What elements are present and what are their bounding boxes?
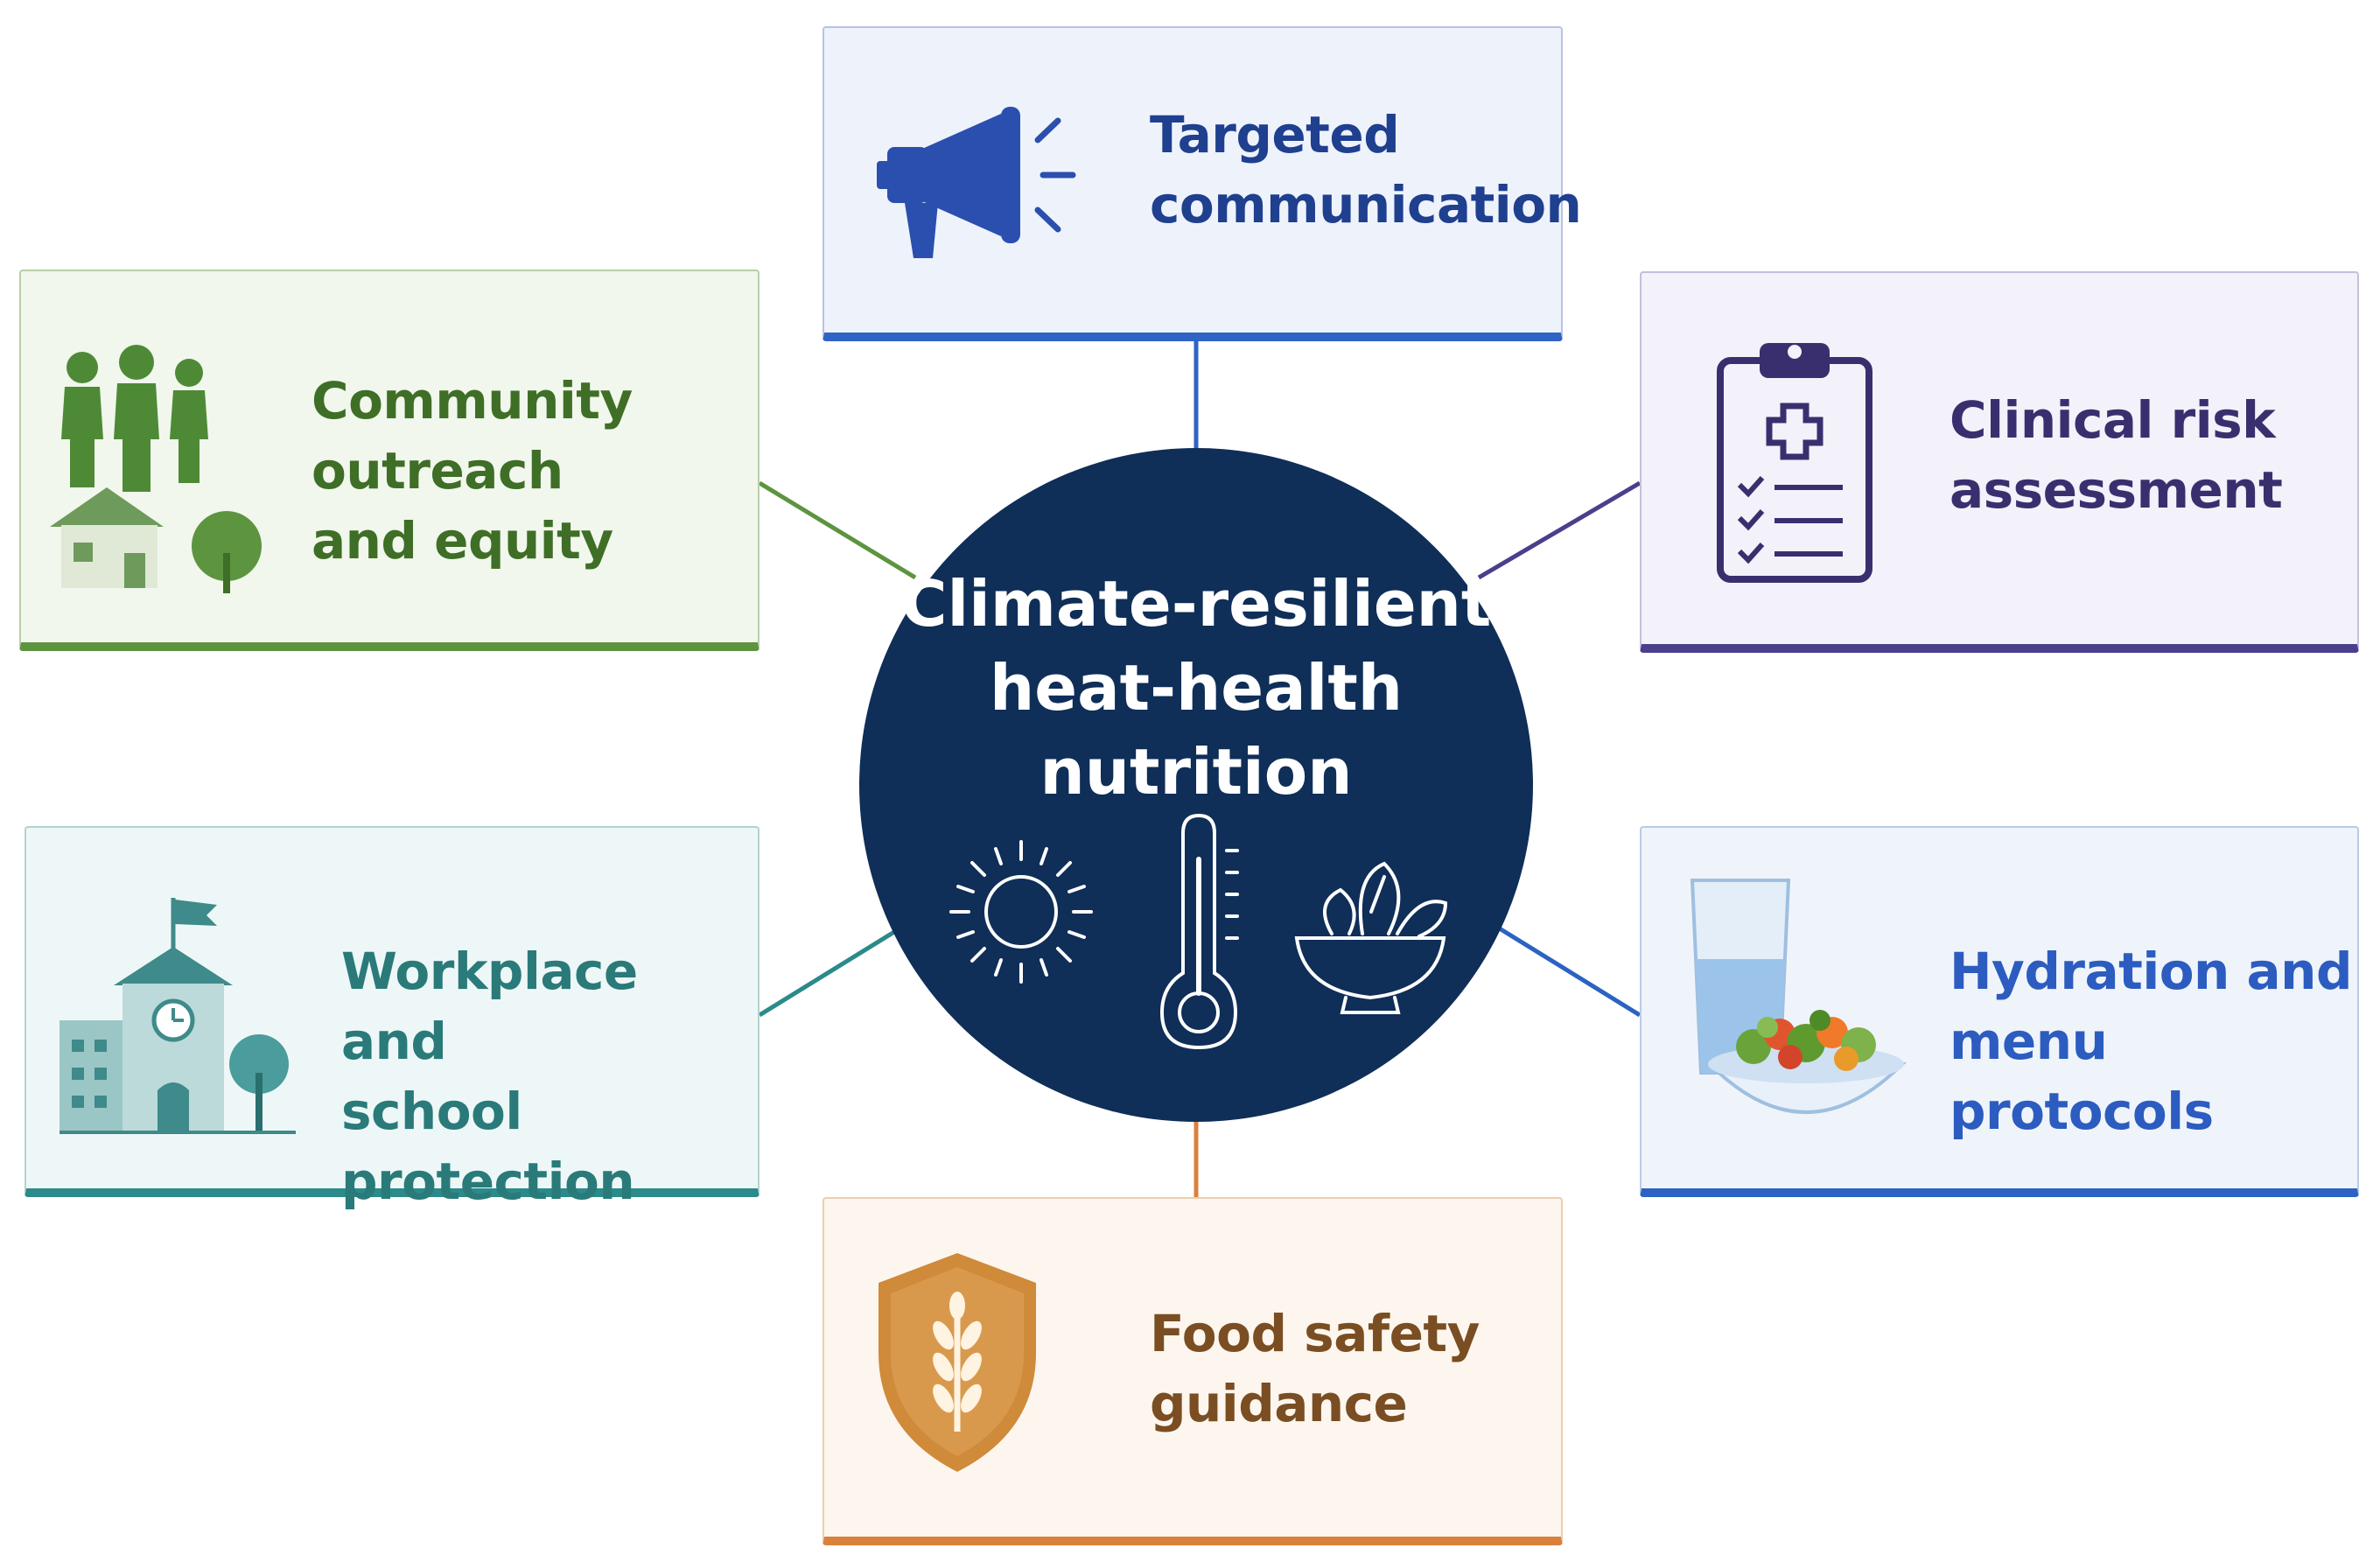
card-targeted-communication: Targeted communication	[822, 26, 1582, 341]
card-label: Food safety guidance	[1150, 1304, 1480, 1433]
connector-bottom-right	[1496, 925, 1642, 1018]
megaphone-icon	[877, 107, 1076, 258]
card-food-safety-guidance: Food safety guidance	[822, 1197, 1563, 1545]
shield-wheat-icon	[878, 1253, 1036, 1472]
center-hub: Climate-resilient heat-health nutrition	[859, 448, 1533, 1122]
card-hydration-menu-protocols: Hydration and menu protocols	[1640, 826, 2359, 1197]
water-glass-salad-icon	[1690, 879, 1907, 1114]
card-community-outreach: Community outreach and equity	[19, 270, 760, 651]
card-label: Community outreach and equity	[312, 371, 633, 571]
connector-top-left	[758, 480, 917, 580]
card-label: Hydration and menu protocols	[1950, 942, 2353, 1141]
card-label: Targeted communication	[1150, 105, 1582, 235]
sun-icon	[949, 840, 1093, 984]
center-icons	[949, 813, 1448, 1050]
connector-top-right	[1477, 480, 1642, 580]
card-clinical-risk-assessment: Clinical risk assessment	[1640, 271, 2359, 653]
clipboard-medical-icon	[1717, 343, 1872, 583]
people-house-tree-icon	[50, 345, 262, 593]
salad-bowl-icon	[1294, 861, 1448, 1014]
card-label: Workplace and school protection	[341, 942, 638, 1211]
connector-bottom-left	[758, 925, 903, 1018]
school-building-icon	[60, 898, 296, 1134]
thermometer-icon	[1159, 813, 1239, 1050]
center-title: Climate-resilient heat-health nutrition	[900, 567, 1492, 809]
card-label: Clinical risk assessment	[1950, 390, 2283, 520]
card-workplace-school-protection: Workplace and school protection	[24, 826, 760, 1211]
